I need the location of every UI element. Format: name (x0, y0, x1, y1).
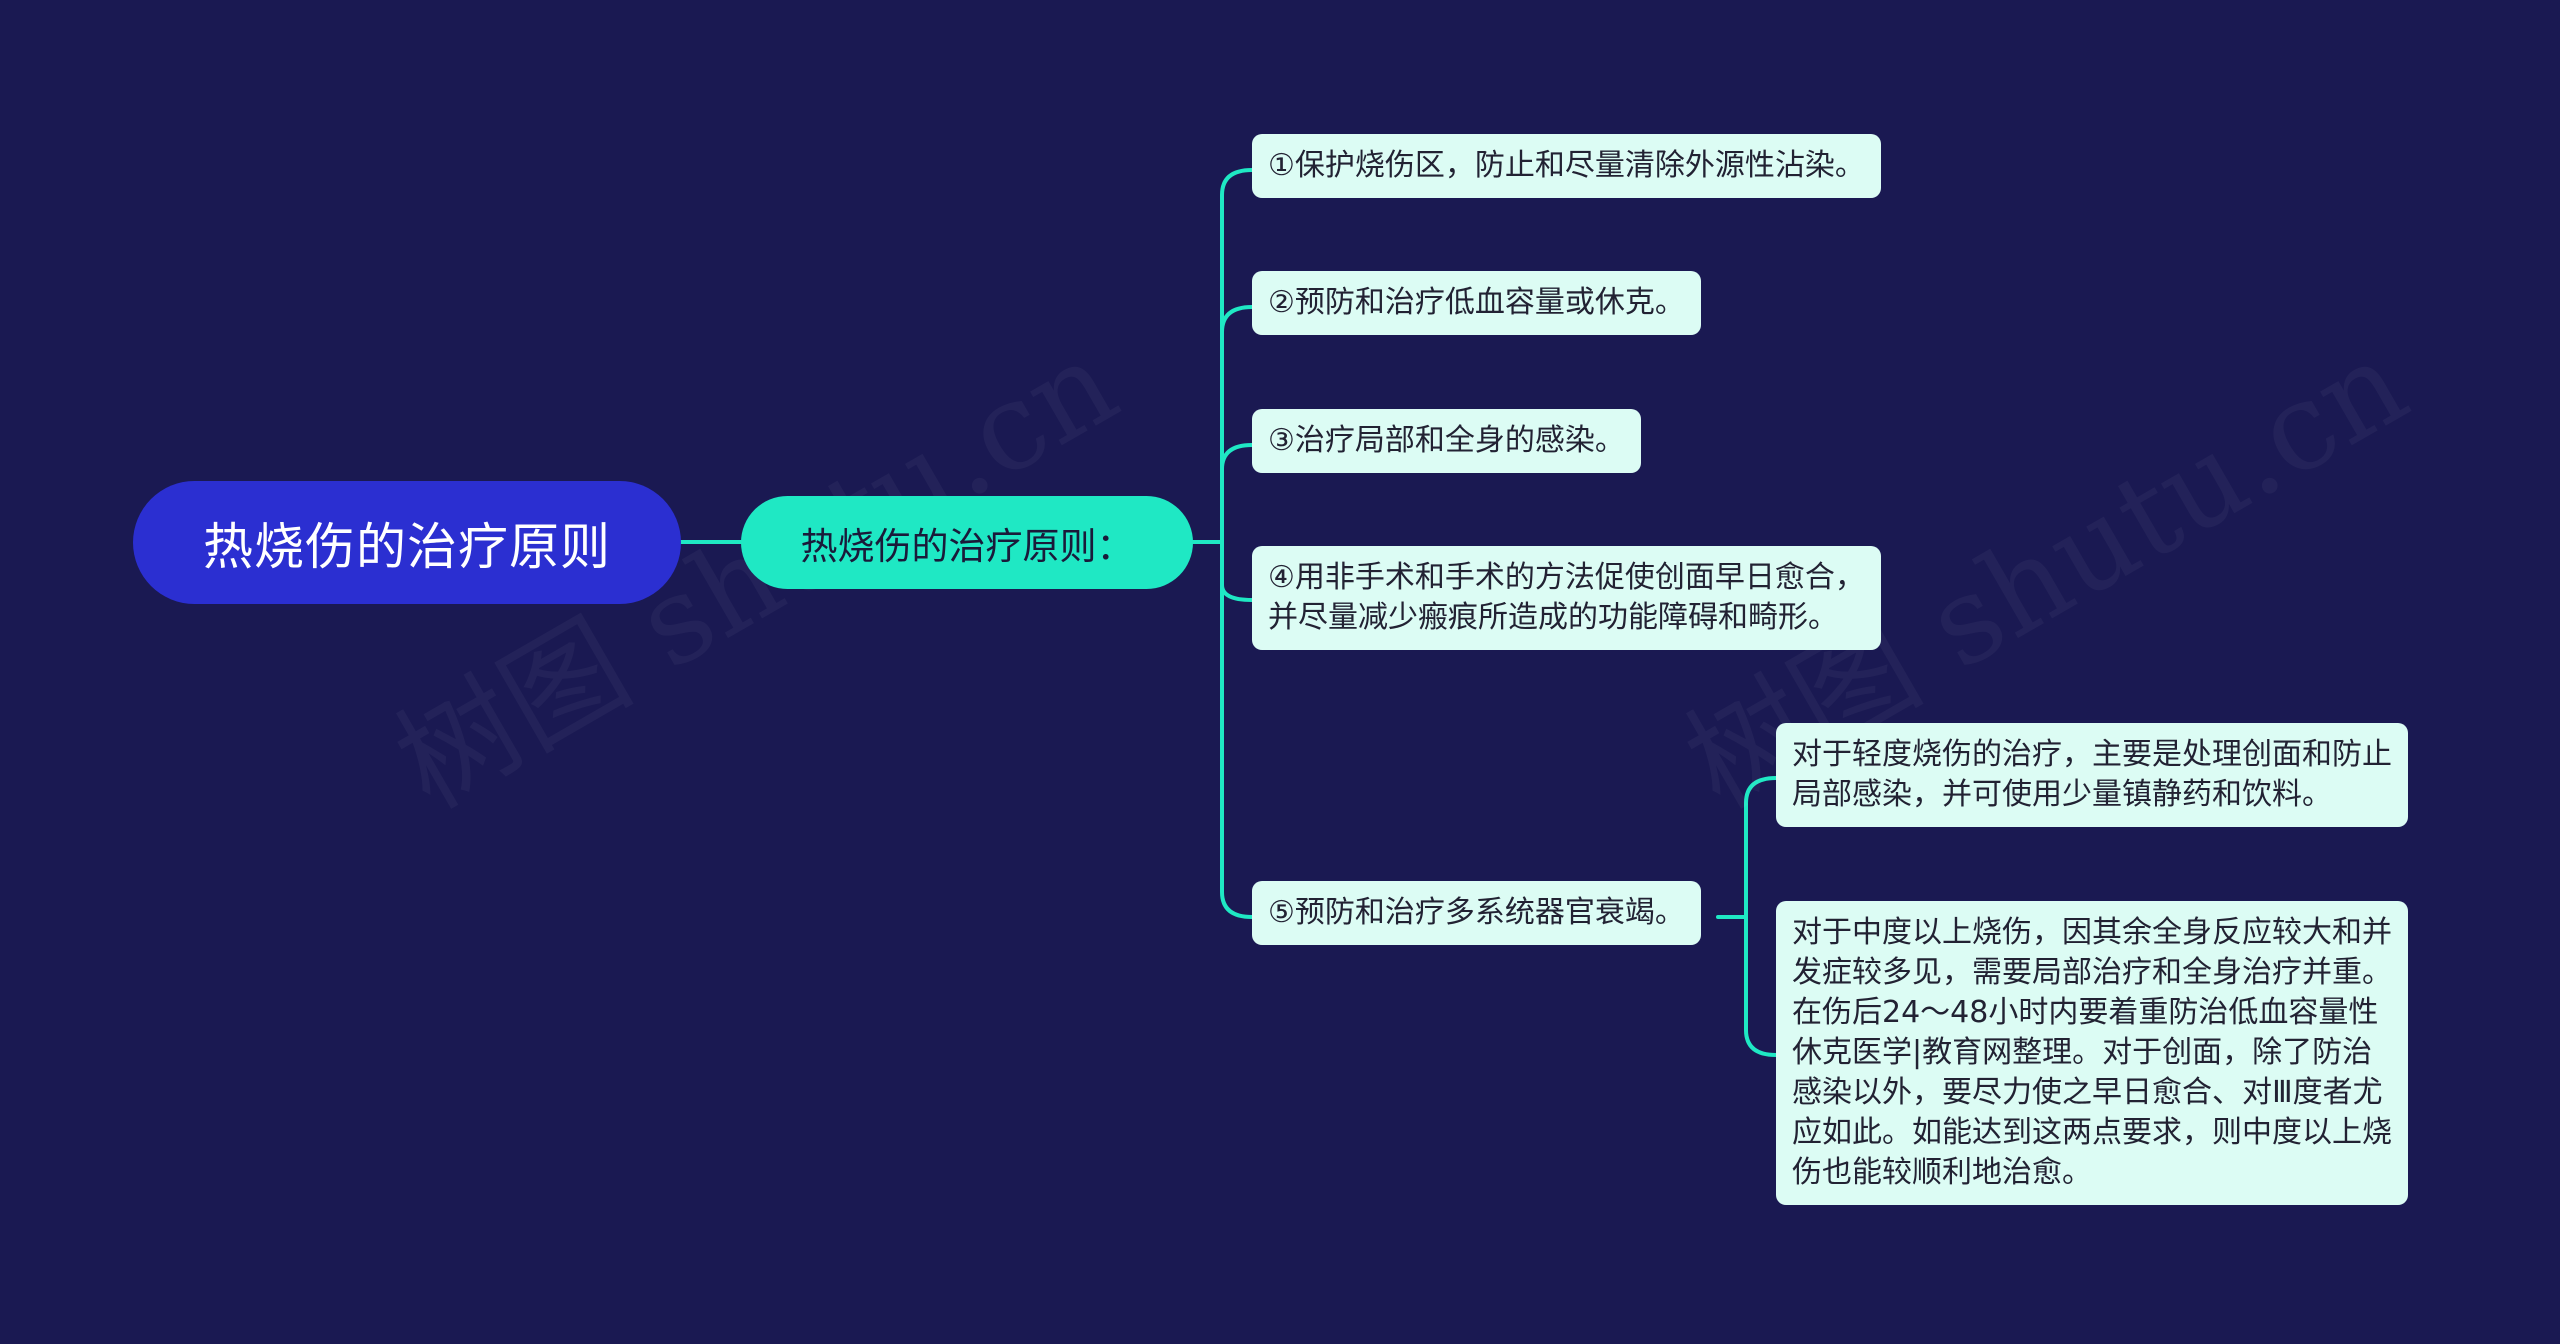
hub-node[interactable]: 热烧伤的治疗原则： (741, 496, 1193, 589)
sub-node-2-line-3: 在伤后24～48小时内要着重防治低血容量性 (1792, 995, 2379, 1030)
branch-node-1[interactable]: ①保护烧伤区，防止和尽量清除外源性沾染。 (1252, 134, 1881, 198)
branch-node-4-line-2: 并尽量减少瘢痕所造成的功能障碍和畸形。 (1268, 600, 1838, 635)
connector-branch-5 (1220, 540, 1254, 919)
connector-sub-1 (1744, 776, 1778, 919)
sub-node-1-line-1: 对于轻度烧伤的治疗，主要是处理创面和防止 (1792, 737, 2392, 772)
sub-node-2[interactable]: 对于中度以上烧伤，因其余全身反应较大和并 发症较多见，需要局部治疗和全身治疗并重… (1776, 901, 2408, 1205)
branch-node-4[interactable]: ④用非手术和手术的方法促使创面早日愈合， 并尽量减少瘢痕所造成的功能障碍和畸形。 (1252, 546, 1881, 650)
branch-node-5[interactable]: ⑤预防和治疗多系统器官衰竭。 (1252, 881, 1701, 945)
branch-node-3[interactable]: ③治疗局部和全身的感染。 (1252, 409, 1641, 473)
branch-node-4-line-1: ④用非手术和手术的方法促使创面早日愈合， (1268, 560, 1865, 595)
branch-node-2[interactable]: ②预防和治疗低血容量或休克。 (1252, 271, 1701, 335)
sub-node-2-line-2: 发症较多见，需要局部治疗和全身治疗并重。 (1792, 955, 2392, 990)
connector-sub-2 (1744, 915, 1778, 1057)
branch-node-3-line-1: ③治疗局部和全身的感染。 (1268, 423, 1625, 458)
branch-node-1-line-1: ①保护烧伤区，防止和尽量清除外源性沾染。 (1268, 148, 1865, 183)
sub-node-2-line-1: 对于中度以上烧伤，因其余全身反应较大和并 (1792, 915, 2392, 950)
sub-node-1-line-2: 局部感染，并可使用少量镇静药和饮料。 (1792, 777, 2332, 812)
hub-node-label: 热烧伤的治疗原则： (800, 524, 1134, 568)
branch-node-5-line-1: ⑤预防和治疗多系统器官衰竭。 (1268, 895, 1685, 930)
branch-node-2-line-1: ②预防和治疗低血容量或休克。 (1268, 285, 1685, 320)
sub-node-1[interactable]: 对于轻度烧伤的治疗，主要是处理创面和防止 局部感染，并可使用少量镇静药和饮料。 (1776, 723, 2408, 827)
connector-branch-3 (1220, 443, 1254, 544)
root-node[interactable]: 热烧伤的治疗原则 (133, 481, 681, 604)
sub-node-2-line-5: 感染以外，要尽力使之早日愈合、对Ⅲ度者尤 (1792, 1075, 2383, 1110)
sub-node-2-line-7: 伤也能较顺利地治愈。 (1792, 1155, 2092, 1190)
sub-node-2-line-4: 休克医学|教育网整理。对于创面，除了防治 (1792, 1035, 2373, 1070)
sub-node-2-line-6: 应如此。如能达到这两点要求，则中度以上烧 (1792, 1115, 2392, 1150)
connector-branch-4 (1220, 540, 1254, 602)
root-node-label: 热烧伤的治疗原则 (203, 517, 611, 576)
connector-branch-2 (1220, 305, 1254, 544)
connector-branch-1 (1220, 168, 1254, 544)
